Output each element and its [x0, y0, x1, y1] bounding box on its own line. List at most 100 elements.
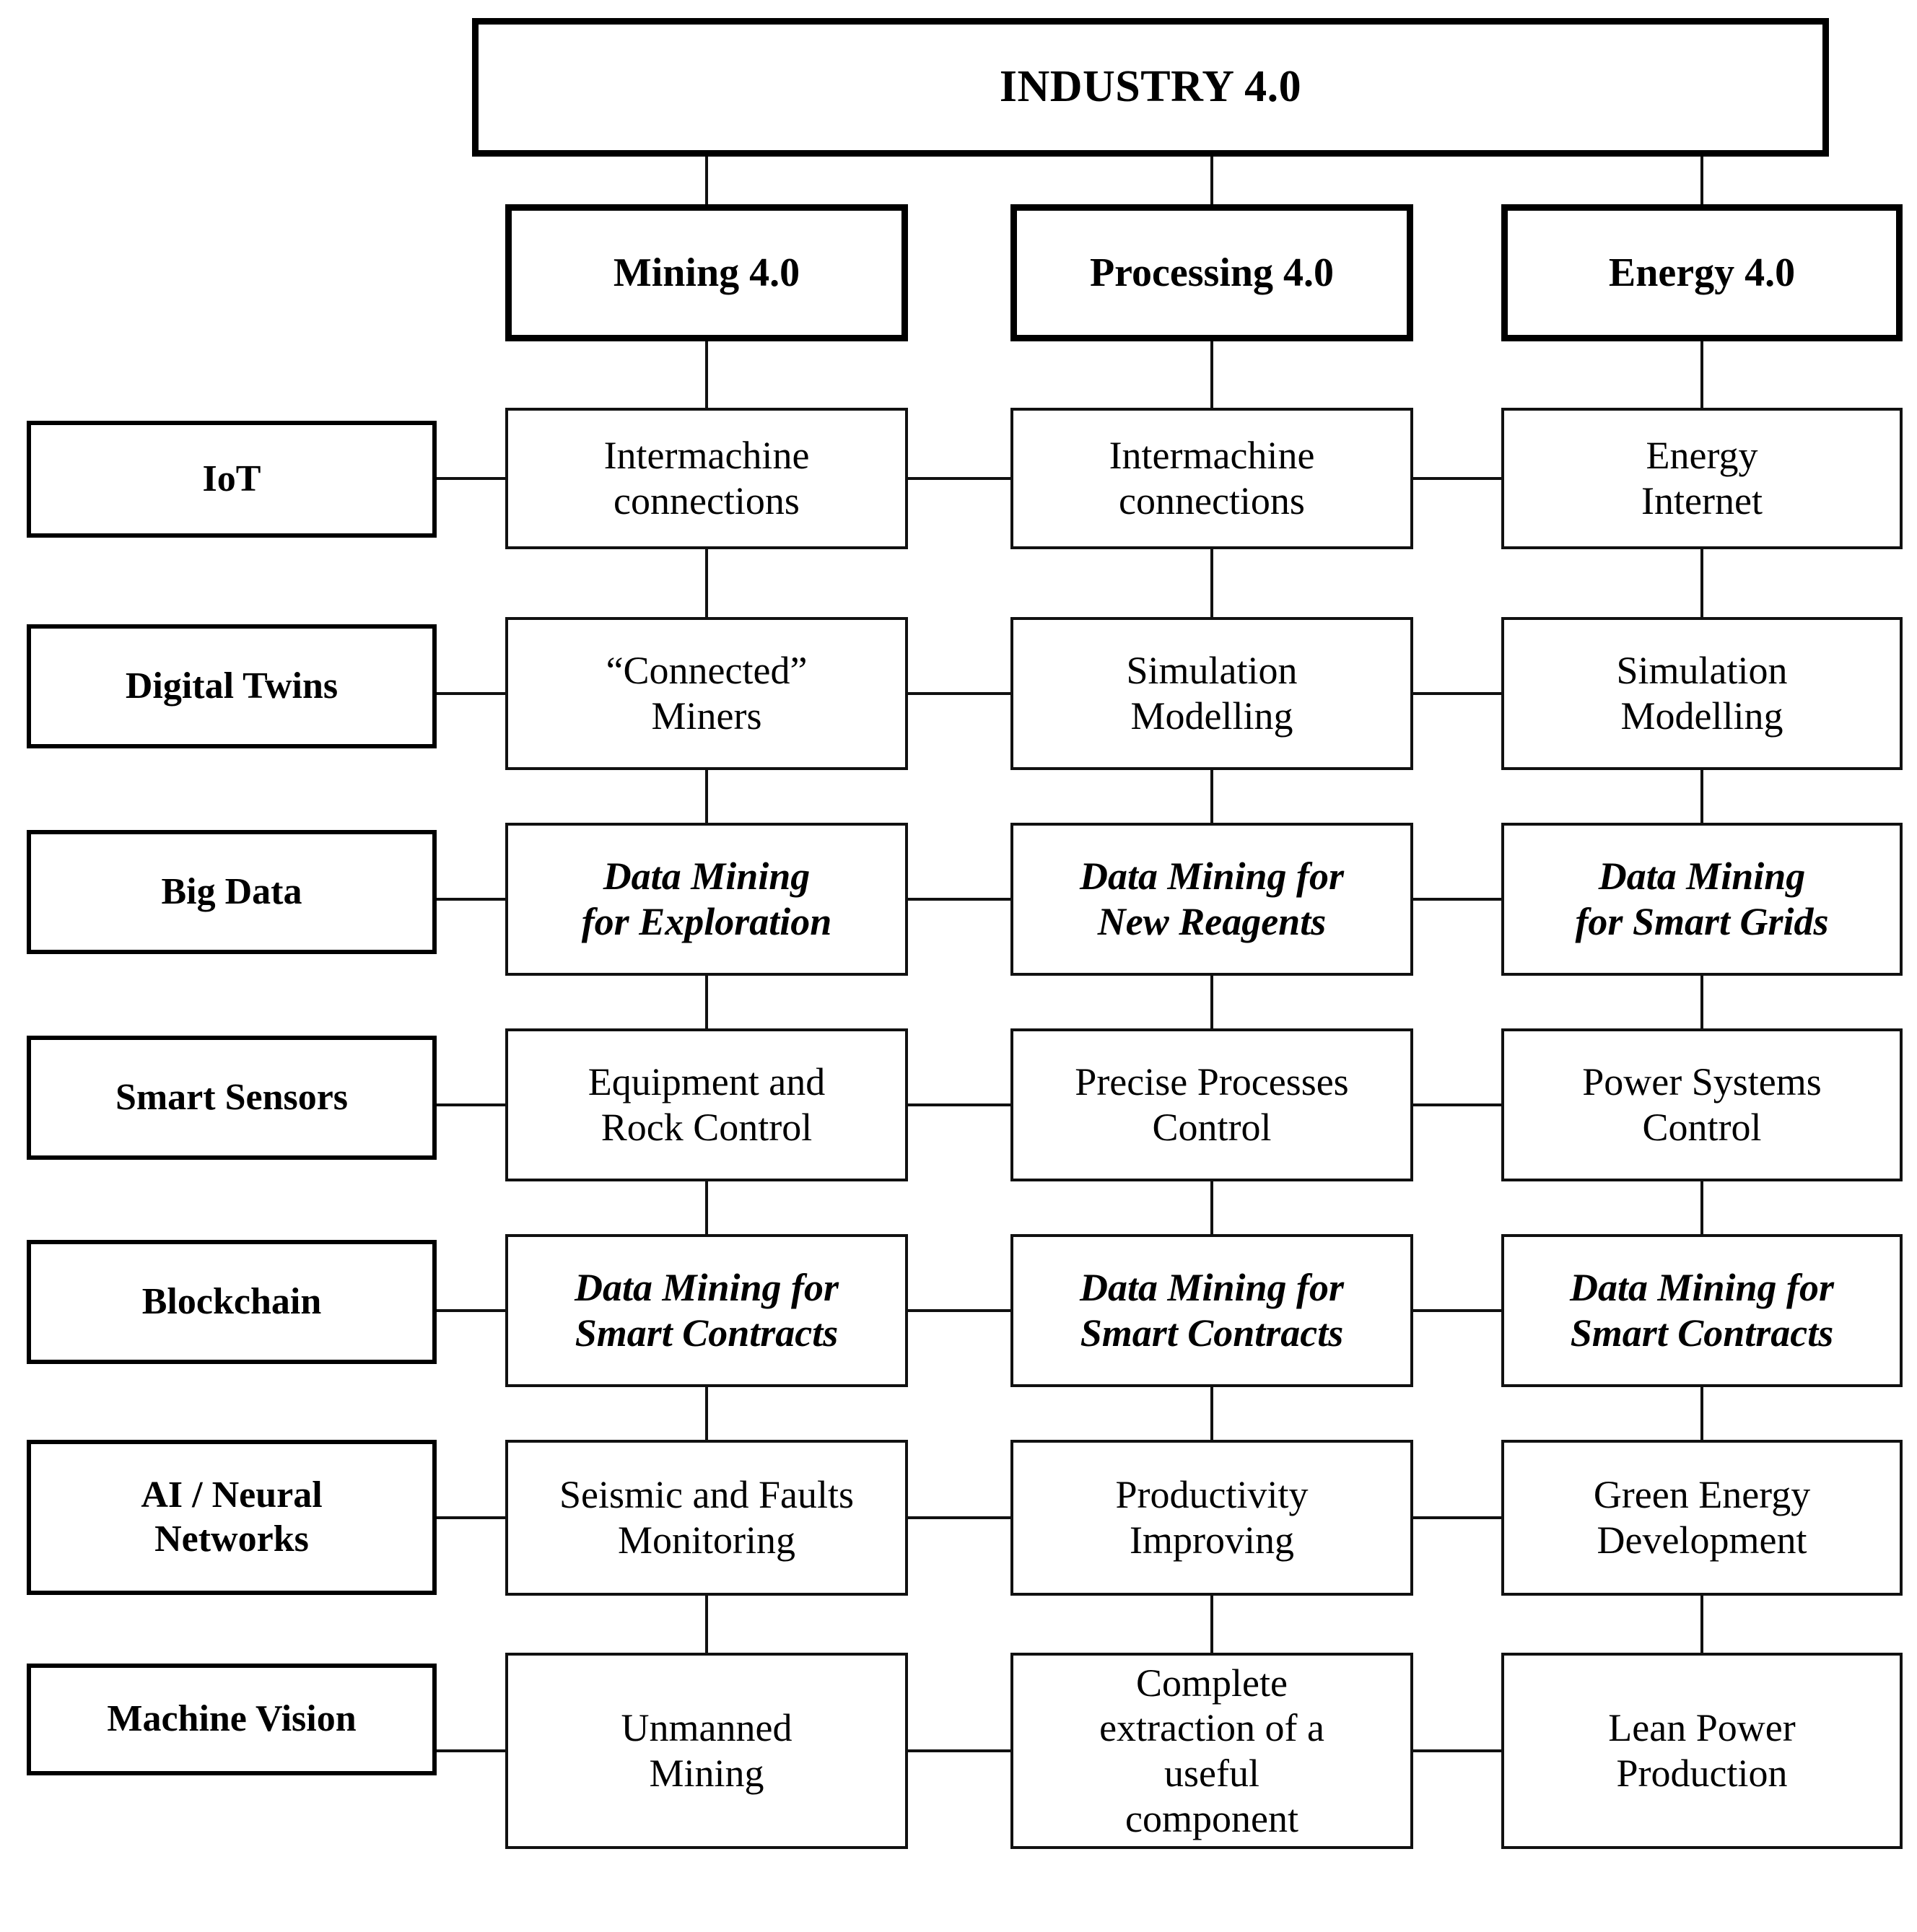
connector-column-3-row-3-to-row-4: [1700, 976, 1703, 1028]
row-label-text-2: Digital Twins: [125, 665, 339, 707]
row-label-2[interactable]: Digital Twins: [27, 624, 437, 748]
connector-column-3-row-4-to-row-5: [1700, 1181, 1703, 1234]
row-label-7[interactable]: Machine Vision: [27, 1664, 437, 1775]
connector-title-to-column-1: [705, 157, 708, 204]
row-label-4[interactable]: Smart Sensors: [27, 1036, 437, 1160]
connector-row-5-column-2-to-3: [1413, 1309, 1501, 1312]
connector-column-3-row-5-to-row-6: [1700, 1387, 1703, 1440]
column-header-label-3: Energy 4.0: [1608, 250, 1796, 295]
connector-column-2-head-to-row-1: [1210, 341, 1213, 408]
column-header-3[interactable]: Energy 4.0: [1501, 204, 1903, 341]
row-label-text-1: IoT: [202, 458, 261, 499]
connector-column-2-row-4-to-row-5: [1210, 1181, 1213, 1234]
connector-column-1-row-3-to-row-4: [705, 976, 708, 1028]
cell-row-2-column-1[interactable]: “Connected”Miners: [505, 617, 908, 770]
connector-row-1-column-2-to-3: [1413, 477, 1501, 480]
row-label-1[interactable]: IoT: [27, 421, 437, 538]
column-header-label-1: Mining 4.0: [613, 250, 800, 295]
connector-title-to-column-2: [1210, 157, 1213, 204]
connector-row-2-column-1-to-2: [908, 692, 1010, 695]
connector-label-6-to-column-1: [437, 1516, 505, 1519]
row-label-text-5: Blockchain: [141, 1280, 322, 1322]
connector-row-6-column-1-to-2: [908, 1516, 1010, 1519]
connector-label-3-to-column-1: [437, 898, 505, 901]
connector-column-1-row-1-to-row-2: [705, 549, 708, 617]
connector-column-1-row-6-to-row-7: [705, 1596, 708, 1653]
connector-column-2-row-6-to-row-7: [1210, 1596, 1213, 1653]
connector-row-3-column-1-to-2: [908, 898, 1010, 901]
connector-row-7-column-1-to-2: [908, 1749, 1010, 1752]
connector-row-3-column-2-to-3: [1413, 898, 1501, 901]
connector-column-2-row-1-to-row-2: [1210, 549, 1213, 617]
connector-row-2-column-2-to-3: [1413, 692, 1501, 695]
row-label-5[interactable]: Blockchain: [27, 1240, 437, 1364]
connector-label-2-to-column-1: [437, 692, 505, 695]
connector-row-7-column-2-to-3: [1413, 1749, 1501, 1752]
diagram-title-box: INDUSTRY 4.0: [472, 18, 1829, 157]
connector-column-1-row-5-to-row-6: [705, 1387, 708, 1440]
connector-row-6-column-2-to-3: [1413, 1516, 1501, 1519]
row-label-3[interactable]: Big Data: [27, 830, 437, 954]
row-label-text-3: Big Data: [161, 870, 302, 912]
connector-label-5-to-column-1: [437, 1309, 505, 1312]
connector-label-1-to-column-1: [437, 477, 505, 480]
connector-column-2-row-3-to-row-4: [1210, 976, 1213, 1028]
connector-column-1-head-to-row-1: [705, 341, 708, 408]
connector-column-3-row-6-to-row-7: [1700, 1596, 1703, 1653]
connector-column-3-row-2-to-row-3: [1700, 770, 1703, 823]
connector-column-2-row-5-to-row-6: [1210, 1387, 1213, 1440]
row-label-text-7: Machine Vision: [107, 1698, 357, 1740]
column-header-2[interactable]: Processing 4.0: [1010, 204, 1413, 341]
connector-title-to-column-3: [1700, 157, 1703, 204]
connector-column-1-row-4-to-row-5: [705, 1181, 708, 1234]
connector-label-7-to-column-1: [437, 1749, 505, 1752]
cell-text-row-2-column-1: “Connected”Miners: [606, 649, 808, 738]
column-header-1[interactable]: Mining 4.0: [505, 204, 908, 341]
connector-column-1-row-2-to-row-3: [705, 770, 708, 823]
connector-column-3-head-to-row-1: [1700, 341, 1703, 408]
connector-row-5-column-1-to-2: [908, 1309, 1010, 1312]
connector-column-3-row-1-to-row-2: [1700, 549, 1703, 617]
diagram-title-text: INDUSTRY 4.0: [999, 62, 1302, 112]
